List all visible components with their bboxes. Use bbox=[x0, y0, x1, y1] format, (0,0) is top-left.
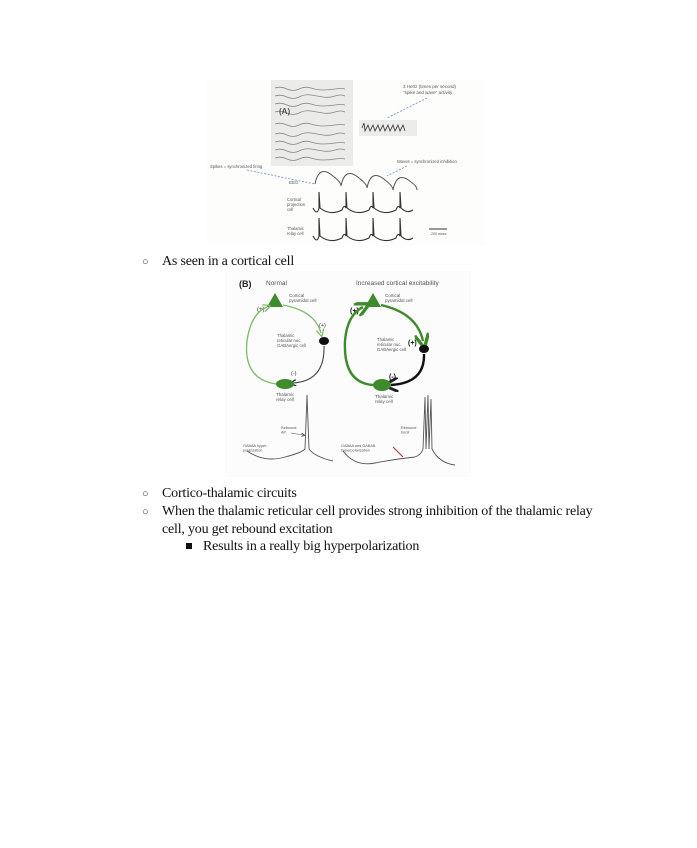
bullet-reticular-inhibition: When the thalamic reticular cell provide… bbox=[162, 504, 593, 519]
red-arrow-icon bbox=[392, 446, 404, 458]
circuit-diagram: (B) Normal Increased cortical excitabili… bbox=[239, 279, 456, 466]
scale-bar-label: 200 msec bbox=[431, 232, 447, 236]
svg-text:(-): (-) bbox=[291, 371, 297, 377]
title-normal: Normal bbox=[266, 280, 288, 287]
bullet-circle-icon: ○ bbox=[142, 256, 149, 268]
callout-spikes: Spikes = synchronized firing bbox=[210, 164, 263, 169]
sub-bullet-hyperpolarization: Results in a really big hyperpolarizatio… bbox=[203, 539, 420, 554]
bullet-corticothalamic: Cortico-thalamic circuits bbox=[162, 486, 297, 501]
caption-cortical-cell: As seen in a cortical cell bbox=[162, 254, 295, 269]
bullet-square-icon bbox=[186, 543, 192, 549]
panel-label-a: (A) bbox=[279, 107, 290, 116]
svg-text:(+): (+) bbox=[408, 340, 417, 347]
panel-label-b: (B) bbox=[239, 279, 252, 289]
spike-wave-diagram: (A) 3 Hertz (times per second) "spike an… bbox=[210, 80, 457, 242]
bullet-circle-icon: ○ bbox=[142, 506, 149, 518]
svg-text:GABAA hyper-polarization: GABAA hyper-polarization bbox=[243, 444, 268, 453]
svg-text:(+): (+) bbox=[319, 323, 326, 329]
bullet-reticular-inhibition-cont: cell, you get rebound excitation bbox=[162, 522, 333, 537]
bullet-circle-icon: ○ bbox=[142, 488, 149, 500]
callout-waves: Waves = synchronized inhibition bbox=[397, 159, 457, 164]
figure-b-corticothalamic-circuit: (B) Normal Increased cortical excitabili… bbox=[225, 271, 471, 477]
callout-top-1: 3 Hertz (times per second) bbox=[403, 84, 457, 89]
title-increased: Increased cortical excitability bbox=[356, 280, 439, 287]
figure-a-spike-wave: (A) 3 Hertz (times per second) "spike an… bbox=[207, 80, 485, 246]
row-label-eeg: EEG bbox=[289, 180, 299, 185]
callout-top-2: "spike and wave" activity bbox=[403, 90, 453, 95]
svg-text:(-): (-) bbox=[389, 374, 396, 381]
